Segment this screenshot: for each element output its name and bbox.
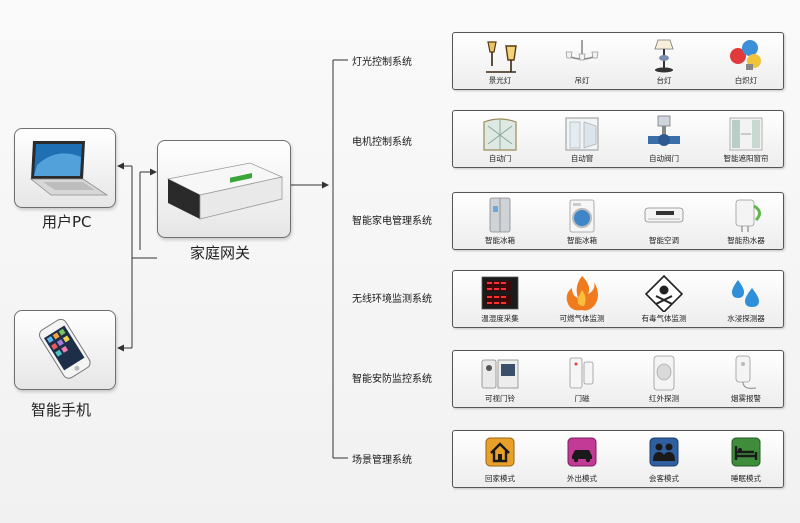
gateway-label: 家庭网关: [190, 244, 251, 262]
item-label: 会客模式: [649, 474, 679, 483]
item-label: 水浸探测器: [727, 314, 765, 323]
item-label: 智能遮阳窗帘: [723, 154, 769, 163]
system-label-scene: 场景管理系统: [352, 455, 412, 466]
people-icon: [649, 437, 679, 467]
device-washer[interactable]: 智能冰箱: [541, 193, 623, 249]
device-air-conditioner[interactable]: 智能空调: [623, 193, 705, 249]
device-table-lamp[interactable]: 台灯: [623, 33, 705, 89]
item-label: 烟雾报警: [731, 394, 761, 403]
item-label: 智能空调: [649, 236, 679, 245]
bed-icon: [731, 437, 761, 467]
panel-security: 可视门铃 门磁 红外探测 烟雾报警: [452, 350, 784, 408]
panel-environment: 温湿度采集 可燃气体监测 有毒气体监测 水浸探测器: [452, 270, 784, 328]
device-door-sensor[interactable]: 门磁: [541, 351, 623, 407]
item-label: 门磁: [574, 394, 590, 403]
device-revolving-door[interactable]: 自动门: [459, 111, 541, 167]
item-label: 吊灯: [574, 76, 590, 85]
system-label-appliance: 智能家电管理系统: [352, 216, 432, 227]
system-label-security: 智能安防监控系统: [352, 374, 432, 385]
panel-lighting: 景光灯 吊灯 台灯 白: [452, 32, 784, 90]
water-drops-icon: [732, 280, 759, 307]
device-fire[interactable]: 可燃气体监测: [541, 271, 623, 327]
item-label: 回家模式: [485, 474, 515, 483]
device-garden-lamp[interactable]: 景光灯: [459, 33, 541, 89]
device-smoke-alarm[interactable]: 烟雾报警: [705, 351, 787, 407]
item-label: 外出模式: [567, 474, 597, 483]
scene-sleep-mode[interactable]: 睡眠模式: [705, 431, 787, 487]
fire-icon: [566, 276, 598, 311]
item-label: 可视门铃: [485, 394, 515, 403]
device-auto-window[interactable]: 自动窗: [541, 111, 623, 167]
scene-home-mode[interactable]: 回家模式: [459, 431, 541, 487]
device-fridge[interactable]: 智能冰箱: [459, 193, 541, 249]
laptop-icon: [29, 141, 109, 196]
auto-window-icon: [565, 117, 599, 151]
thermo-display-icon: [481, 276, 519, 310]
item-label: 智能冰箱: [567, 236, 597, 245]
item-label: 自动窗: [570, 154, 594, 163]
device-video-doorbell[interactable]: 可视门铃: [459, 351, 541, 407]
phone-box[interactable]: [14, 310, 116, 390]
item-label: 台灯: [656, 76, 672, 85]
toxic-icon: [644, 274, 684, 312]
system-label-environment: 无线环境监测系统: [352, 294, 432, 305]
curtain-icon: [729, 117, 763, 151]
panel-motor: 自动门 自动窗 自动阀门: [452, 110, 784, 168]
chandelier-icon: [565, 40, 599, 61]
table-lamp-icon: [654, 39, 674, 73]
system-label-lighting: 灯光控制系统: [352, 57, 412, 68]
item-label: 红外探测: [649, 394, 679, 403]
item-label: 智能冰箱: [485, 236, 515, 245]
video-doorbell-icon: [481, 359, 519, 389]
device-chandelier[interactable]: 吊灯: [541, 33, 623, 89]
pc-box[interactable]: [14, 128, 116, 208]
item-label: 智能热水器: [727, 236, 765, 245]
door-sensor-icon: [569, 357, 594, 389]
router-icon: [166, 162, 284, 220]
device-bulb[interactable]: 白炽灯: [705, 33, 787, 89]
garden-lamp-icon: [486, 41, 517, 73]
gateway-box[interactable]: [157, 140, 291, 238]
device-water-heater[interactable]: 智能热水器: [705, 193, 787, 249]
car-icon: [567, 437, 597, 467]
fridge-icon: [489, 197, 511, 233]
item-label: 可燃气体监测: [559, 314, 605, 323]
smartphone-icon: [38, 318, 91, 379]
device-water-drops[interactable]: 水浸探测器: [705, 271, 787, 327]
device-toxic[interactable]: 有毒气体监测: [623, 271, 705, 327]
item-label: 自动阀门: [649, 154, 679, 163]
air-conditioner-icon: [644, 207, 684, 223]
device-thermo-display[interactable]: 温湿度采集: [459, 271, 541, 327]
water-heater-icon: [735, 199, 761, 232]
revolving-door-icon: [483, 118, 517, 151]
bulb-icon: [730, 40, 761, 70]
device-valve[interactable]: 自动阀门: [623, 111, 705, 167]
washer-icon: [569, 199, 595, 233]
system-label-motor: 电机控制系统: [352, 137, 412, 148]
item-label: 景光灯: [488, 76, 512, 85]
item-label: 自动门: [488, 154, 512, 163]
scene-out-mode[interactable]: 外出模式: [541, 431, 623, 487]
phone-label: 智能手机: [31, 401, 92, 419]
item-label: 睡眠模式: [731, 474, 761, 483]
device-curtain[interactable]: 智能遮阳窗帘: [705, 111, 787, 167]
device-pir-sensor[interactable]: 红外探测: [623, 351, 705, 407]
smoke-alarm-icon: [735, 355, 757, 389]
home-mode-icon: [485, 437, 515, 467]
panel-scene: 回家模式 外出模式 会客模式: [452, 430, 784, 488]
valve-icon: [648, 115, 680, 146]
scene-guest-mode[interactable]: 会客模式: [623, 431, 705, 487]
item-label: 白炽灯: [734, 76, 758, 85]
pir-sensor-icon: [653, 355, 675, 391]
pc-label: 用户PC: [42, 213, 92, 231]
item-label: 温湿度采集: [481, 314, 519, 323]
panel-appliance: 智能冰箱 智能冰箱 智能空调 智能热水器: [452, 192, 784, 250]
item-label: 有毒气体监测: [641, 314, 687, 323]
